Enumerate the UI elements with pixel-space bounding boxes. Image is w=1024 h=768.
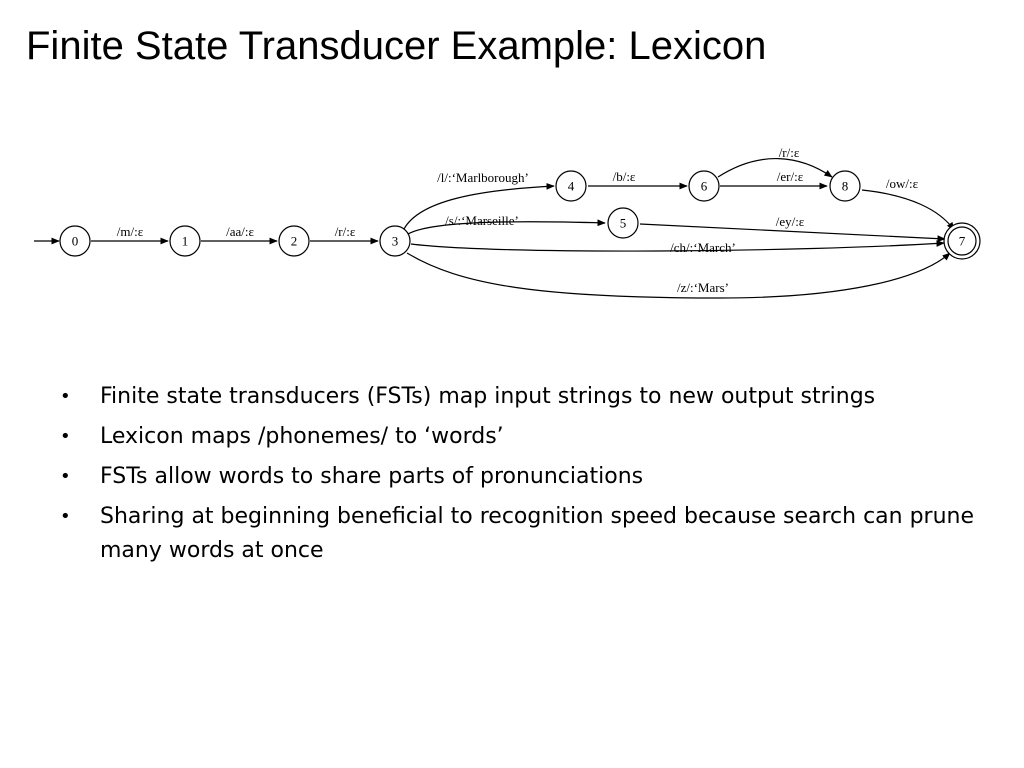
state-8: 8 [829,170,861,202]
bullet-symbol: • [60,506,71,527]
edge-label-3-7-z: /z/:‘Mars’ [677,280,729,295]
bullet-item: • Finite state transducers (FSTs) map in… [60,380,980,414]
state-4: 4 [555,170,587,202]
edge-label-2-3: /r/:ε [335,224,356,239]
state-0-label: 0 [72,234,79,249]
edge-label-3-4: /l/:‘Marlborough’ [437,170,529,185]
edge-label-6-8-top: /r/:ε [779,145,800,160]
state-4-label: 4 [568,179,575,194]
edge-5-7 [639,223,946,242]
edge-label-8-7: /ow/:ε [886,176,919,191]
state-6: 6 [688,170,720,202]
edge-8-7 [861,189,955,231]
bullet-symbol: • [60,426,71,447]
bullet-item: • FSTs allow words to share parts of pro… [60,460,980,494]
edge-3-5 [407,219,606,235]
edge-6-8-top [717,158,833,178]
fst-lexicon-diagram: 0 1 2 3 4 5 6 8 7 /m/:ε /aa/:ε /r/:ε /l/… [34,145,981,299]
state-0: 0 [59,225,91,257]
state-7-label: 7 [959,234,966,249]
bullet-list: • Finite state transducers (FSTs) map in… [60,380,980,574]
bullet-item: • Lexicon maps /phonemes/ to ‘words’ [60,420,980,454]
bullet-text: FSTs allow words to share parts of pronu… [100,464,644,489]
bullet-symbol: • [60,386,71,407]
bullet-item: • Sharing at beginning beneficial to rec… [60,500,980,568]
state-8-label: 8 [842,179,849,194]
edge-3-4 [403,183,555,230]
state-1-label: 1 [182,234,189,249]
state-3: 3 [379,225,411,257]
edge-label-1-2: /aa/:ε [226,224,254,239]
bullet-text: Finite state transducers (FSTs) map inpu… [100,384,876,409]
edge-3-7-z [406,252,951,299]
edge-label-0-1: /m/:ε [117,224,144,239]
state-6-label: 6 [701,179,708,194]
state-2-label: 2 [291,234,298,249]
bullet-text: Sharing at beginning beneficial to recog… [100,504,975,563]
edge-3-7-ch [410,240,945,252]
bullet-symbol: • [60,466,71,487]
state-1: 1 [169,225,201,257]
edge-label-4-6: /b/:ε [613,169,636,184]
bullet-text: Lexicon maps /phonemes/ to ‘words’ [100,424,504,449]
state-5: 5 [607,207,639,239]
slide-title: Finite State Transducer Example: Lexicon [26,24,767,68]
edge-label-3-7-ch: /ch/:‘March’ [670,240,736,255]
state-5-label: 5 [620,216,627,231]
edge-label-6-8-bottom: /er/:ε [777,169,804,184]
state-3-label: 3 [392,234,399,249]
state-7-final: 7 [943,222,981,260]
edge-label-5-7: /ey/:ε [776,214,805,229]
edge-label-3-5: /s/:‘Marseille’ [445,213,519,228]
state-2: 2 [278,225,310,257]
